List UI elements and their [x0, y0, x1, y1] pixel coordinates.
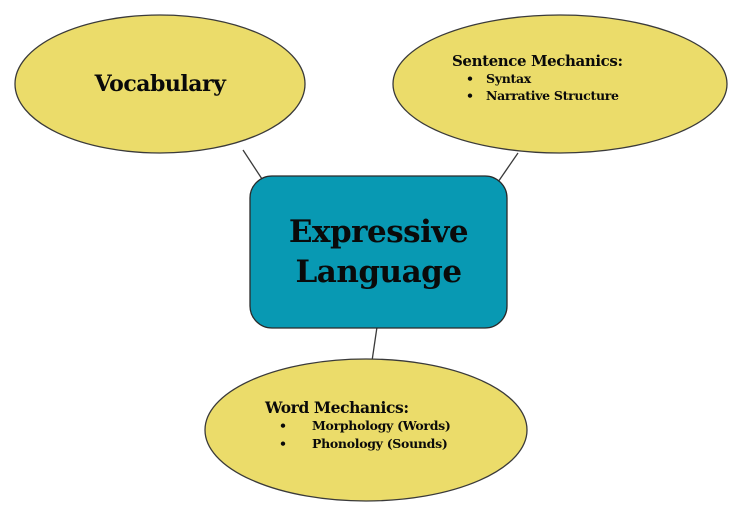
word-mechanics-node: Word Mechanics: • Morphology (Words) • Pho… — [265, 399, 451, 453]
list-item-text: Phonology (Sounds) — [312, 436, 448, 451]
bullet-icon: • — [466, 71, 474, 86]
center-node-label: Expressive Language — [250, 176, 507, 328]
connector-vocabulary — [242, 149, 265, 183]
list-item: • Morphology (Words) — [265, 417, 451, 435]
list-item: • Syntax — [452, 70, 623, 87]
bullet-icon: • — [279, 418, 287, 433]
connector-word-mechanics — [371, 326, 378, 362]
vocabulary-label: Vocabulary — [94, 70, 226, 97]
word-mechanics-title: Word Mechanics: — [265, 398, 409, 417]
list-item: • Narrative Structure — [452, 87, 623, 104]
bullet-icon: • — [279, 436, 287, 451]
vocabulary-ellipse — [14, 14, 306, 154]
center-title-line1: Expressive — [288, 214, 469, 250]
sentence-mechanics-list: • Syntax • Narrative Structure — [452, 70, 623, 104]
connector-sentence-mechanics — [497, 152, 519, 183]
word-mechanics-ellipse — [204, 358, 528, 502]
center-title-line2: Language — [295, 254, 462, 290]
list-item-text: Morphology (Words) — [312, 418, 451, 433]
list-item-text: Syntax — [486, 71, 531, 86]
sentence-mechanics-node: Sentence Mechanics: • Syntax • Narrative S… — [452, 52, 623, 104]
sentence-mechanics-title: Sentence Mechanics: — [452, 52, 623, 70]
bullet-icon: • — [466, 88, 474, 103]
list-item: • Phonology (Sounds) — [265, 435, 451, 453]
word-mechanics-list: • Morphology (Words) • Phonology (Sounds) — [265, 417, 451, 453]
expressive-language-box — [249, 175, 508, 329]
sentence-mechanics-ellipse — [392, 14, 728, 154]
list-item-text: Narrative Structure — [486, 88, 619, 103]
